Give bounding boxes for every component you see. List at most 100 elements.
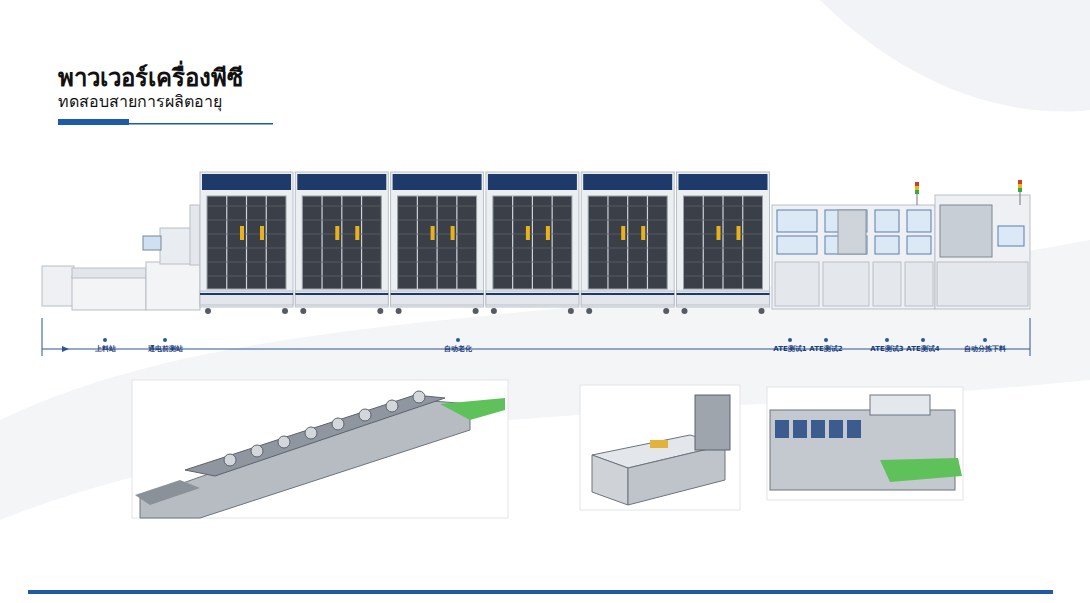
ate-cabinet: [823, 262, 869, 306]
cabinet-base: [391, 291, 484, 305]
shelf-line: [303, 220, 380, 221]
door-divider: [532, 196, 533, 289]
timeline-dot: [983, 338, 987, 342]
cad-frame: [580, 385, 740, 510]
status-light: [451, 226, 455, 240]
timeline-tick: [1030, 318, 1031, 356]
door-divider: [742, 196, 743, 289]
cad-table-front: [592, 455, 628, 505]
status-light: [546, 226, 550, 240]
caster-wheel: [396, 308, 402, 314]
aging-cabinet-door: [207, 196, 286, 289]
aging-cabinet-header: [393, 174, 482, 190]
loader-conveyor: [42, 266, 74, 306]
background-swoosh: [820, 0, 1090, 112]
station-label: 上料站: [95, 344, 116, 354]
door-divider: [512, 196, 513, 289]
aging-cabinet-frame: [295, 172, 388, 307]
cad-ate-slot: [775, 420, 789, 438]
station-label: ATE测试1: [773, 344, 806, 354]
aging-cabinet-door: [302, 196, 381, 289]
timeline-dot: [921, 338, 925, 342]
timeline-dot: [824, 338, 828, 342]
door-divider: [647, 196, 648, 289]
ate-cabinet: [905, 262, 933, 306]
cad-tower: [695, 395, 730, 450]
cabinet-base-stripe: [391, 293, 484, 295]
cabinet-base-stripe: [677, 293, 770, 295]
aging-cabinet-header: [583, 174, 672, 190]
shelf-line: [208, 206, 285, 207]
cabinet-base-stripe: [581, 293, 674, 295]
timeline-tick: [42, 318, 43, 356]
shelf-line: [494, 206, 571, 207]
door-divider: [456, 196, 457, 289]
cad-fan: [305, 427, 317, 439]
status-light: [431, 226, 435, 240]
door-divider: [437, 196, 438, 289]
ate-screen: [777, 236, 817, 254]
cad-loader: [135, 480, 200, 505]
signal-light-yellow: [1018, 184, 1022, 188]
slide-title: พาวเวอร์เครื่องพีซี: [58, 58, 243, 97]
station-label: 通电前测站: [148, 344, 183, 354]
caster-wheel: [682, 308, 688, 314]
caster-wheel: [282, 308, 288, 314]
ate-cabinet: [873, 262, 901, 306]
signal-light-red: [915, 182, 919, 186]
shelf-line: [494, 262, 571, 263]
shelf-line: [208, 220, 285, 221]
timeline-dot: [103, 338, 107, 342]
bottom-bar: [28, 590, 1053, 594]
signal-light-yellow: [915, 186, 919, 190]
cad-conveyor: [440, 398, 505, 420]
timeline-dot: [456, 338, 460, 342]
pretest-monitor: [143, 236, 161, 250]
cad-ate-top: [870, 395, 930, 415]
shelf-line: [208, 262, 285, 263]
aging-cabinet-frame: [581, 172, 674, 307]
caster-wheel: [663, 308, 669, 314]
door-divider: [361, 196, 362, 289]
signal-light-green: [915, 190, 919, 194]
signal-light-green: [1018, 188, 1022, 192]
caster-wheel: [491, 308, 497, 314]
cad-ate-slot: [847, 420, 861, 438]
cad-ate-slot: [811, 420, 825, 438]
shelf-line: [208, 276, 285, 277]
sorter-screen: [998, 226, 1024, 246]
aging-cabinet-frame: [677, 172, 770, 307]
door-divider: [722, 196, 723, 289]
shelf-line: [589, 262, 666, 263]
station-label: 自动老化: [444, 344, 472, 354]
ate-screen: [875, 210, 899, 232]
shelf-line: [589, 206, 666, 207]
cad-fan: [386, 400, 398, 412]
status-light: [641, 226, 645, 240]
shelf-line: [685, 220, 762, 221]
cad-ate-slot: [793, 420, 807, 438]
timeline-dot: [885, 338, 889, 342]
aging-cabinet-door: [588, 196, 667, 289]
station-label: ATE测试4: [906, 344, 939, 354]
shelf-line: [303, 248, 380, 249]
cad-conveyor: [880, 458, 962, 482]
sorter-window: [940, 205, 992, 257]
slide-subtitle: ทดสอบสายการผลิตอายุ: [58, 89, 222, 114]
status-light: [621, 226, 625, 240]
status-light: [260, 226, 264, 240]
aging-cabinet-door: [493, 196, 572, 289]
station-label: 自动分拣下料: [964, 344, 1006, 354]
heading-underline-thick: [58, 119, 129, 125]
loader-top: [72, 268, 146, 278]
sorter-frame: [935, 195, 1030, 309]
cad-ate-slot: [829, 420, 843, 438]
status-light: [526, 226, 530, 240]
ate-cabinet: [775, 262, 819, 306]
status-light: [355, 226, 359, 240]
shelf-line: [494, 234, 571, 235]
cabinet-base-stripe: [200, 293, 293, 295]
ate-screen: [907, 210, 931, 232]
door-divider: [266, 196, 267, 289]
